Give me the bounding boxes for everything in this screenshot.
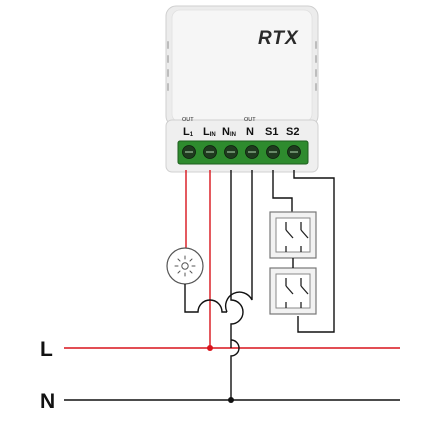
live-junction-dot xyxy=(207,345,213,351)
terminal-labels: OUT L1 LIN NIN OUT N S1 S2 xyxy=(182,117,299,138)
live-bus-label: L xyxy=(40,338,53,361)
brand-logo: RTX xyxy=(258,28,299,49)
wire-s1 xyxy=(272,170,293,212)
terminal-s1-label: S1 xyxy=(265,126,278,138)
neutral-bus-label: N xyxy=(40,390,55,413)
terminal-s2-label: S2 xyxy=(286,126,299,138)
terminal-nin-label: NIN xyxy=(222,126,236,138)
terminal-l1-label: L1 xyxy=(183,126,194,138)
side-vents xyxy=(167,41,317,91)
lamp-icon xyxy=(166,247,204,285)
terminal-lin-label: LIN xyxy=(203,126,216,138)
wire-nin-to-neutral xyxy=(230,170,244,348)
terminal-l1-out-label: OUT xyxy=(182,117,194,123)
wire-lamp-return xyxy=(184,284,227,313)
terminal-nout-out-label: OUT xyxy=(244,117,256,123)
neutral-junction-dot xyxy=(228,397,234,403)
terminal-block xyxy=(177,140,309,165)
switch-upper-icon xyxy=(269,211,317,259)
switch-lower-icon xyxy=(269,267,317,315)
wire-nout xyxy=(224,170,253,313)
wire-nin-jump-live xyxy=(230,339,240,400)
rtx-relay-module: RTX xyxy=(165,5,319,173)
terminal-nout-label: N xyxy=(246,126,254,138)
wire-s2 xyxy=(293,170,335,333)
